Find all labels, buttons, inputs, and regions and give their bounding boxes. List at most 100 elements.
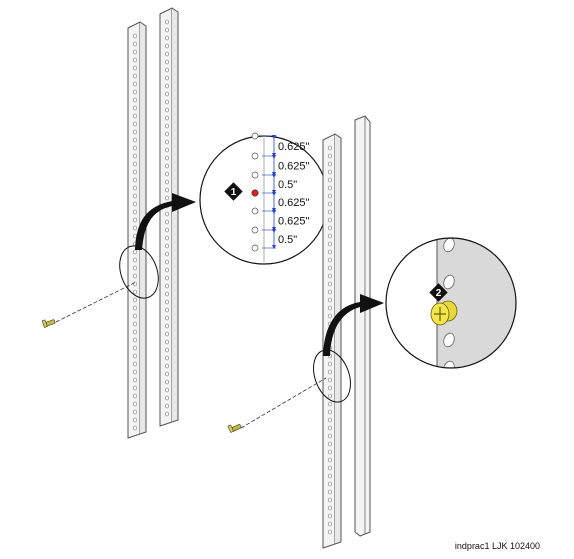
rail-hole xyxy=(328,393,332,399)
rail-hole xyxy=(328,417,332,423)
rail-hole xyxy=(133,209,137,215)
rail-hole xyxy=(133,305,137,311)
rail-hole xyxy=(328,433,332,439)
rail-hole xyxy=(328,481,332,487)
rail-hole xyxy=(165,99,169,105)
rail-hole xyxy=(165,155,169,161)
rail-hole xyxy=(328,305,332,311)
rail-hole xyxy=(165,219,169,225)
rail-hole xyxy=(133,129,137,135)
rail-hole xyxy=(133,33,137,39)
rail-hole xyxy=(165,355,169,361)
rail-hole xyxy=(328,529,332,535)
rail-hole xyxy=(328,369,332,375)
rail-hole xyxy=(328,289,332,295)
rail-hole xyxy=(165,139,169,145)
rail-hole xyxy=(133,57,137,63)
rail-hole xyxy=(133,401,137,407)
spacing-label: 0.5" xyxy=(278,179,297,191)
rail-hole xyxy=(328,161,332,167)
rail-hole xyxy=(133,105,137,111)
rail-hole xyxy=(328,377,332,383)
rail-hole xyxy=(133,417,137,423)
rail-hole xyxy=(328,153,332,159)
rail-hole xyxy=(165,75,169,81)
rail-hole xyxy=(133,49,137,55)
rail-hole xyxy=(133,161,137,167)
rail-hole xyxy=(133,257,137,263)
rail-hole xyxy=(133,193,137,199)
rail-hole xyxy=(328,169,332,175)
rail-hole xyxy=(165,387,169,393)
hole-circle xyxy=(251,132,259,140)
rail-hole xyxy=(328,241,332,247)
rail-hole xyxy=(165,43,169,49)
rail-hole xyxy=(328,457,332,463)
rail-hole xyxy=(165,107,169,113)
rail-hole xyxy=(133,121,137,127)
rail-hole xyxy=(133,409,137,415)
rail-hole xyxy=(165,67,169,73)
rail-hole xyxy=(165,403,169,409)
rail-hole xyxy=(165,411,169,417)
left-curved-arrow xyxy=(135,193,196,250)
rail-hole xyxy=(133,81,137,87)
rail-hole xyxy=(328,225,332,231)
rail-hole xyxy=(133,345,137,351)
rail-hole xyxy=(133,177,137,183)
detail-circle-2: 2 xyxy=(385,237,517,369)
rail-hole xyxy=(133,393,137,399)
spacing-label: 0.5" xyxy=(278,234,297,246)
rail-hole xyxy=(165,235,169,241)
rail-hole xyxy=(133,297,137,303)
rail-hole xyxy=(133,225,137,231)
figure-caption: indprac1 LJK 102400 xyxy=(454,541,540,551)
left-back-rail-holes xyxy=(165,19,169,417)
rail-hole xyxy=(165,251,169,257)
rail-hole xyxy=(165,275,169,281)
rail-hole xyxy=(165,331,169,337)
rail-hole xyxy=(165,51,169,57)
rail-hole xyxy=(133,329,137,335)
hole-circle xyxy=(251,226,259,234)
rail-hole xyxy=(165,291,169,297)
rail-hole xyxy=(328,497,332,503)
rail-hole xyxy=(328,505,332,511)
rail-hole xyxy=(328,425,332,431)
rail-hole xyxy=(165,27,169,33)
detail-circle-1: 0.625"0.625"0.5"0.625"0.625"0.5" 1 xyxy=(199,132,329,265)
hole-circle xyxy=(251,244,259,252)
rail-hole xyxy=(133,137,137,143)
rail-hole xyxy=(328,465,332,471)
right-highlight-ellipse xyxy=(313,349,351,403)
rail-hole xyxy=(328,273,332,279)
rail-hole xyxy=(165,283,169,289)
rail-hole xyxy=(133,233,137,239)
red-marker-hole xyxy=(251,189,259,197)
callout-badge-1: 1 xyxy=(224,182,243,201)
rail-hole xyxy=(328,513,332,519)
rail-hole xyxy=(328,249,332,255)
rail-hole xyxy=(328,449,332,455)
rail-hole xyxy=(133,313,137,319)
rail-hole xyxy=(133,217,137,223)
rail-hole xyxy=(165,59,169,65)
rail-hole xyxy=(328,209,332,215)
mounted-screw-icon xyxy=(430,300,458,326)
rail-hole xyxy=(328,281,332,287)
rail-hole xyxy=(133,265,137,271)
rail-hole xyxy=(133,425,137,431)
rail-hole xyxy=(165,195,169,201)
rail-hole xyxy=(328,193,332,199)
left-rack-rail-back xyxy=(159,7,179,427)
callout-1-label: 1 xyxy=(231,187,237,198)
rail-hole xyxy=(133,273,137,279)
rail-hole xyxy=(165,115,169,121)
rail-hole xyxy=(133,361,137,367)
rail-hole xyxy=(133,113,137,119)
right-curved-arrow xyxy=(323,294,384,356)
rail-hole xyxy=(133,145,137,151)
rail-hole xyxy=(328,233,332,239)
rail-hole xyxy=(165,347,169,353)
